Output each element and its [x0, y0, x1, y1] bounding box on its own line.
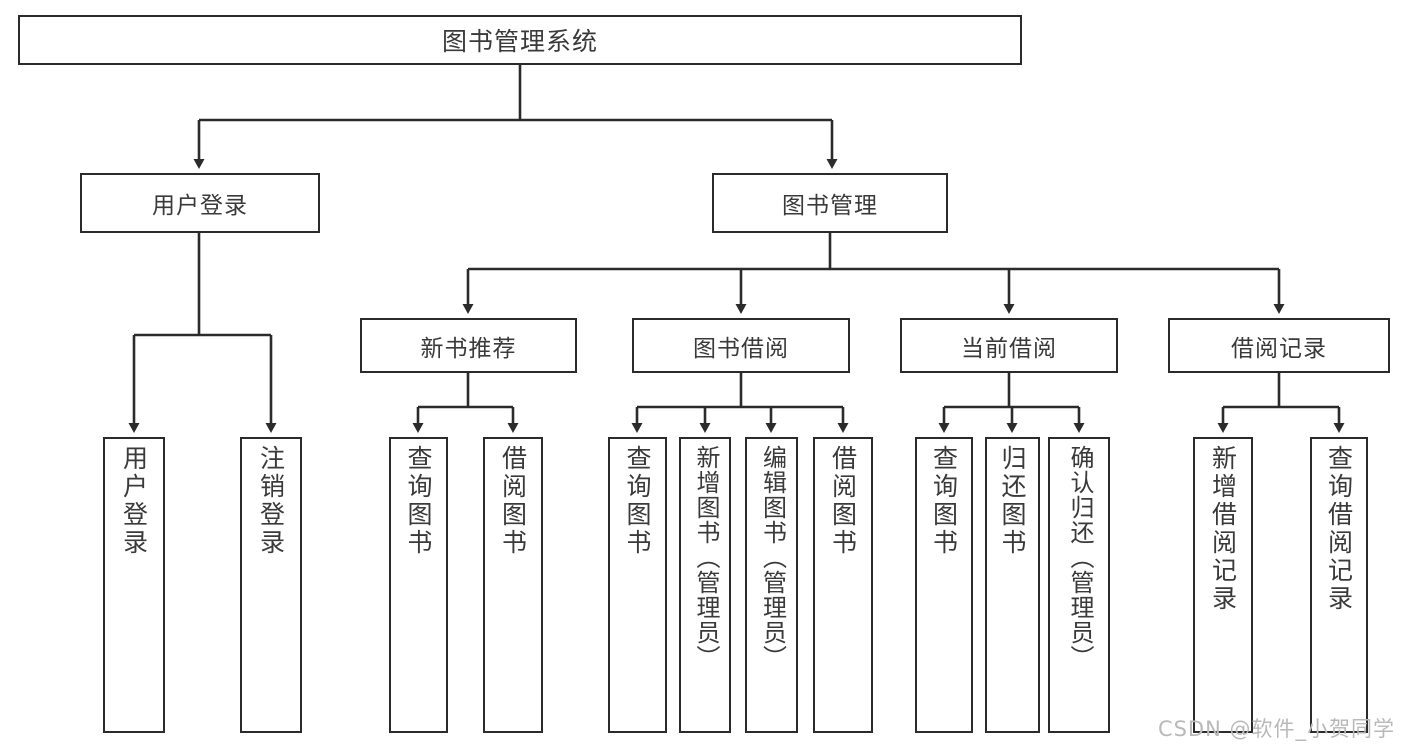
node-leaf-query-borrow-record[interactable]: 查询借阅记录	[1310, 437, 1368, 733]
node-leaf-add-book-admin[interactable]: 新增图书（管理员）	[679, 437, 731, 733]
node-leaf-logout-label: 注销登录	[256, 445, 286, 557]
node-user-login[interactable]: 用户登录	[80, 173, 320, 233]
node-leaf-confirm-return-admin-label: 确认归还（管理员）	[1065, 445, 1094, 670]
node-leaf-query-book-2-label: 查询图书	[623, 445, 652, 557]
node-leaf-query-borrow-record-label: 查询借阅记录	[1324, 445, 1354, 613]
node-leaf-query-book-3[interactable]: 查询图书	[915, 437, 973, 733]
node-leaf-return-book-label: 归还图书	[998, 445, 1027, 557]
node-new-book-recommend[interactable]: 新书推荐	[360, 318, 577, 373]
node-leaf-borrow-book-1-label: 借阅图书	[498, 445, 528, 557]
node-book-management[interactable]: 图书管理	[712, 173, 948, 233]
node-root-book-management-system[interactable]: 图书管理系统	[18, 15, 1022, 65]
node-current-borrow-label: 当前借阅	[961, 335, 1057, 362]
node-leaf-query-book-2[interactable]: 查询图书	[608, 437, 667, 733]
node-leaf-borrow-book-2-label: 借阅图书	[828, 445, 858, 557]
node-book-borrow[interactable]: 图书借阅	[632, 318, 850, 373]
node-user-login-label: 用户登录	[152, 193, 248, 219]
csdn-watermark: CSDN @软件_小贺同学	[1157, 717, 1395, 741]
node-root-label: 图书管理系统	[441, 27, 598, 56]
node-leaf-edit-book-admin[interactable]: 编辑图书（管理员）	[745, 437, 798, 733]
node-book-borrow-label: 图书借阅	[693, 335, 789, 362]
node-leaf-query-book-1[interactable]: 查询图书	[389, 437, 448, 733]
node-new-book-recommend-label: 新书推荐	[420, 335, 517, 362]
node-borrow-record-label: 借阅记录	[1231, 335, 1327, 362]
node-leaf-borrow-book-1[interactable]: 借阅图书	[483, 437, 543, 733]
node-current-borrow[interactable]: 当前借阅	[900, 318, 1118, 373]
node-leaf-add-book-admin-label: 新增图书（管理员）	[691, 445, 720, 670]
node-leaf-query-book-3-label: 查询图书	[929, 445, 959, 557]
node-leaf-borrow-book-2[interactable]: 借阅图书	[813, 437, 873, 733]
node-leaf-logout[interactable]: 注销登录	[240, 437, 302, 733]
node-borrow-record[interactable]: 借阅记录	[1168, 318, 1390, 373]
node-leaf-user-login[interactable]: 用户登录	[103, 437, 165, 733]
node-leaf-add-borrow-record-label: 新增借阅记录	[1208, 445, 1238, 613]
node-leaf-confirm-return-admin[interactable]: 确认归还（管理员）	[1048, 437, 1110, 733]
node-leaf-query-book-1-label: 查询图书	[404, 445, 433, 557]
node-leaf-return-book[interactable]: 归还图书	[985, 437, 1040, 733]
node-leaf-user-login-label: 用户登录	[119, 445, 149, 557]
node-leaf-add-borrow-record[interactable]: 新增借阅记录	[1193, 437, 1253, 733]
node-leaf-edit-book-admin-label: 编辑图书（管理员）	[758, 445, 787, 670]
node-book-management-label: 图书管理	[782, 193, 878, 219]
